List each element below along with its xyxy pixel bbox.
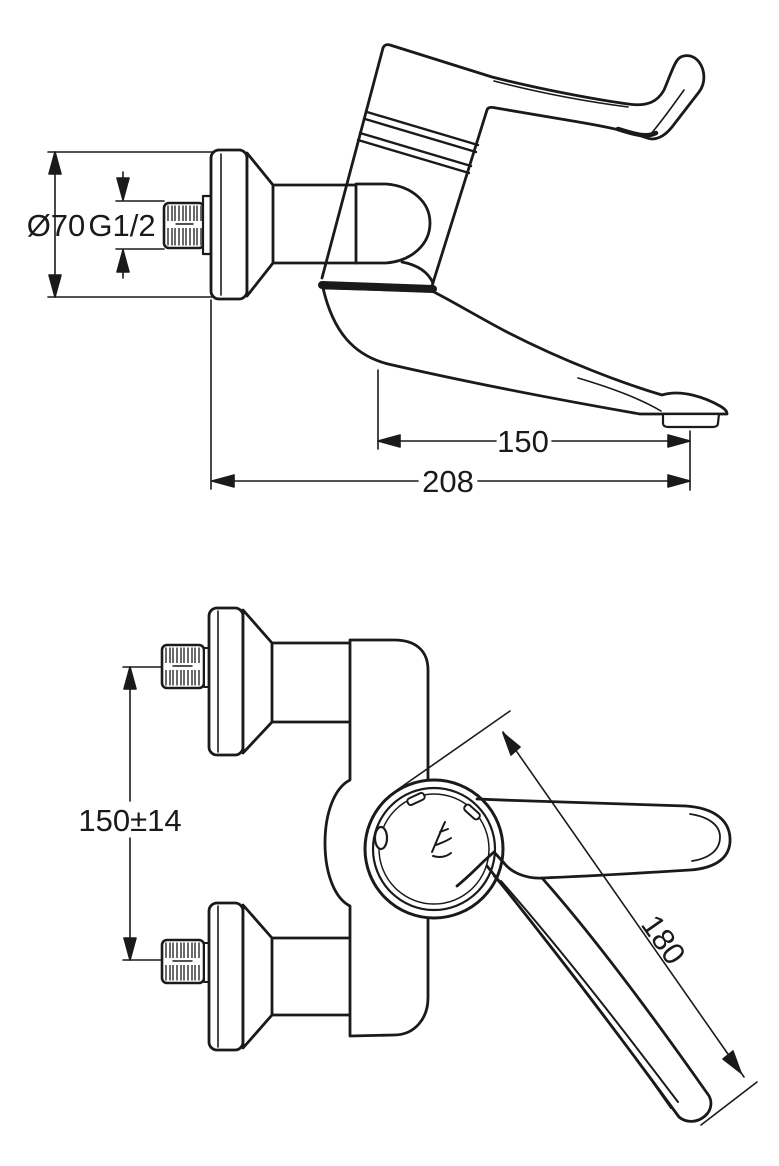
arrowhead — [123, 937, 137, 961]
wall-flange — [207, 901, 245, 1052]
dimension-thread-size: G1/2 — [88, 171, 165, 279]
hub-index-tab — [463, 803, 481, 821]
hub-side-button — [373, 825, 389, 851]
dimension-total-reach: 208 — [210, 299, 691, 499]
dimension-flange-diameter: Ø70 — [27, 151, 215, 298]
extension-line — [396, 710, 758, 1126]
wall-connection-bottom — [160, 901, 352, 1052]
escutcheon-cone — [245, 151, 275, 298]
dimension-label-spout-reach: 150 — [497, 424, 549, 459]
wall-connection — [162, 148, 275, 301]
arrowhead — [722, 1050, 742, 1074]
dimension-label-total-reach: 208 — [422, 464, 474, 499]
escutcheon-cone — [241, 608, 274, 755]
lever-grip-contour-line — [493, 875, 672, 1109]
wall-flange — [207, 606, 245, 757]
body-end-cap — [354, 182, 432, 265]
lever-outline — [320, 43, 706, 288]
dimension-label-flange-diameter: Ø70 — [27, 208, 86, 243]
dimension-label-thread-size: G1/2 — [88, 208, 155, 243]
body-spout-shadow-line — [318, 281, 437, 293]
dimension-line — [502, 731, 745, 1078]
arrowhead — [667, 474, 691, 488]
arrowhead — [123, 666, 137, 690]
arrowhead — [116, 249, 130, 273]
extension-line — [115, 200, 165, 250]
supply-pipe — [270, 936, 352, 1017]
arrowhead — [211, 474, 235, 488]
lever-grip — [485, 864, 713, 1123]
handle-hub — [363, 778, 505, 920]
lever-blade-outline — [475, 797, 732, 880]
dimension-connection-centers: 150±14 — [78, 666, 182, 961]
lever-grip-contour-line — [500, 880, 679, 1103]
drawing-root: Ø70 G1/2 150 — [27, 43, 758, 1126]
dimension-label-lever-length: 180 — [634, 908, 692, 970]
hook-underside-shadow — [615, 126, 659, 138]
body-lower-corner — [400, 260, 435, 285]
wall-flange — [209, 148, 249, 301]
lever-joint-lines — [356, 110, 480, 175]
arrowhead — [377, 434, 401, 448]
arrowhead — [667, 434, 691, 448]
escutcheon-cone — [241, 903, 274, 1050]
dimension-spout-reach: 150 — [377, 369, 691, 491]
dimension-label-connection-centers: 150±14 — [78, 803, 181, 838]
aerator — [661, 412, 721, 429]
hook-inner-line — [649, 89, 685, 136]
spout-inner-line — [577, 377, 662, 412]
wall-connection-top — [160, 606, 352, 757]
lever-grip-tip — [677, 1091, 713, 1123]
extension-line — [47, 151, 215, 298]
lever-top-edge-line — [493, 80, 629, 108]
hub-inner-ring — [371, 786, 497, 912]
supply-pipe — [271, 183, 358, 265]
mixer-lever — [320, 43, 706, 288]
arrowhead — [502, 732, 521, 756]
lever-blade-inner-line — [689, 813, 721, 862]
lever-blade-kink — [455, 850, 506, 888]
supply-pipe — [270, 641, 352, 724]
lever-grip-right-edge — [540, 876, 709, 1095]
front-view: 150±14 180 — [78, 606, 758, 1126]
brand-logo-mark — [431, 821, 452, 858]
arrowhead — [48, 274, 62, 298]
side-view: Ø70 G1/2 150 — [27, 43, 729, 499]
hub-index-tab — [406, 792, 426, 806]
spout — [318, 281, 729, 429]
arrowhead — [116, 177, 130, 201]
spout-outline — [321, 286, 729, 416]
arrowhead — [48, 151, 62, 175]
